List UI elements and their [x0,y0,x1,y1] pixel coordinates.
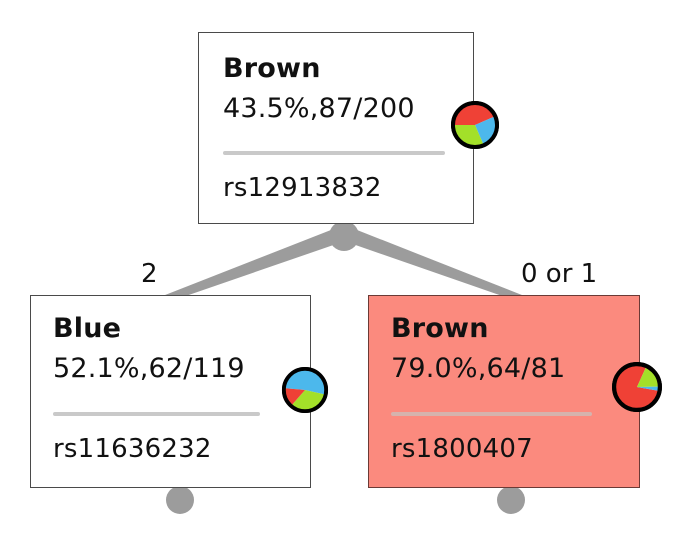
node-feature-label: rs1800407 [391,434,533,464]
pie-slice-green [637,366,660,387]
node-divider [391,412,592,416]
edge-branch-left [160,228,345,298]
tree-node-left[interactable]: Blue 52.1%,62/119 rs11636232 [30,295,311,488]
node-divider [223,151,445,155]
node-class-label: Brown [223,53,321,84]
tree-node-root[interactable]: Brown 43.5%,87/200 rs12913832 [198,32,474,224]
pie-slice-brown [614,364,660,410]
pie-slice-blue [283,368,327,395]
node-statistics: 52.1%,62/119 [53,353,245,384]
node-statistics: 79.0%,64/81 [391,353,566,384]
split-hub-left[interactable] [166,486,194,514]
pie-chart-root [451,101,499,149]
pie-slice-blue [637,386,660,391]
tree-node-right[interactable]: Brown 79.0%,64/81 rs1800407 [368,295,640,488]
node-class-label: Brown [391,313,489,344]
node-statistics: 43.5%,87/200 [223,93,415,124]
node-feature-label: rs11636232 [53,434,212,464]
node-divider [53,412,260,416]
edge-label-left: 2 [141,259,158,289]
node-feature-label: rs12913832 [223,173,382,203]
node-class-label: Blue [53,313,122,344]
pie-chart-right [612,362,662,412]
pie-chart-left [281,366,329,414]
edge-label-right: 0 or 1 [521,259,598,289]
split-hub-right[interactable] [497,486,525,514]
split-hub-root[interactable] [329,221,359,251]
edge-branch-right [344,228,527,298]
